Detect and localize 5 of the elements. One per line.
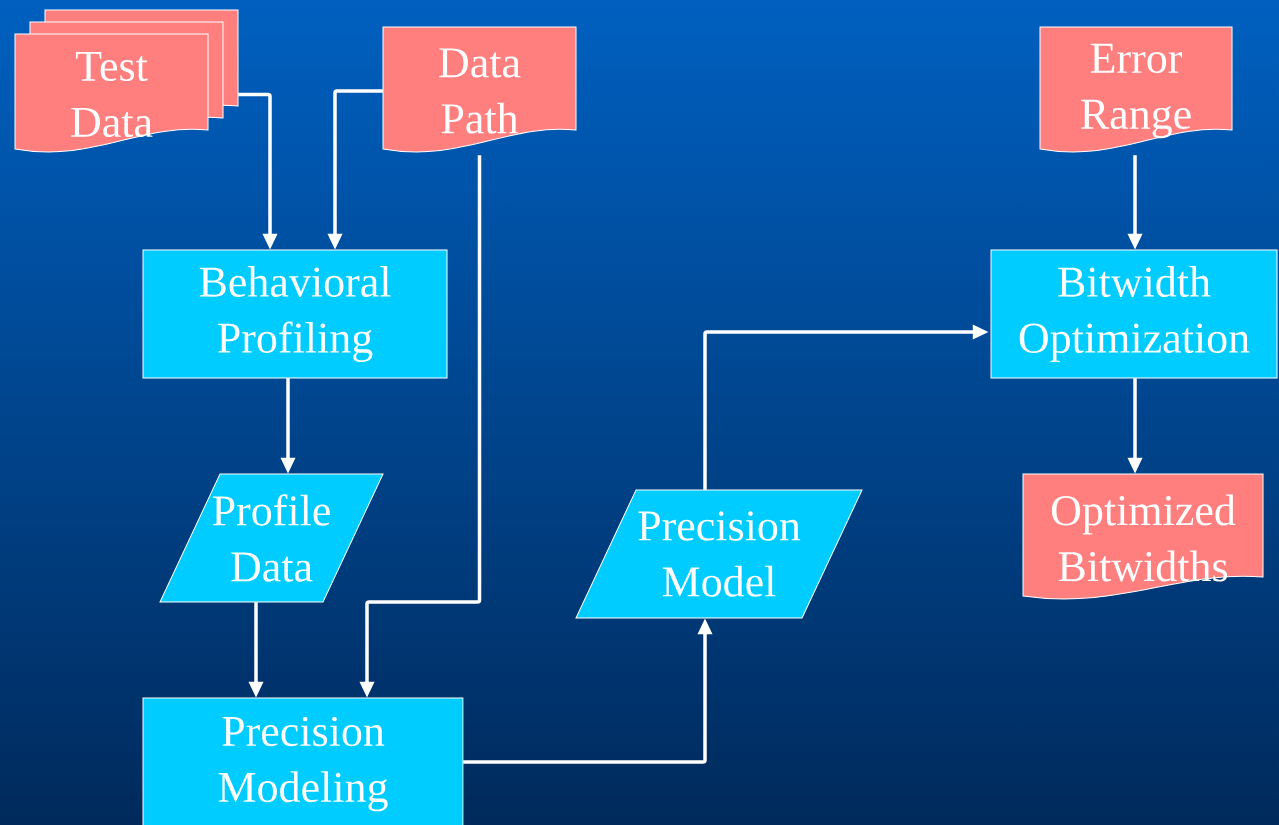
data-parallelogram: Precision Model <box>575 489 863 619</box>
data-parallelogram: Profile Data <box>159 473 384 603</box>
process-box: Behavioral Profiling <box>142 249 448 379</box>
process-box: Precision Modeling <box>142 697 464 825</box>
process-box: Bitwidth Optimization <box>990 249 1278 379</box>
